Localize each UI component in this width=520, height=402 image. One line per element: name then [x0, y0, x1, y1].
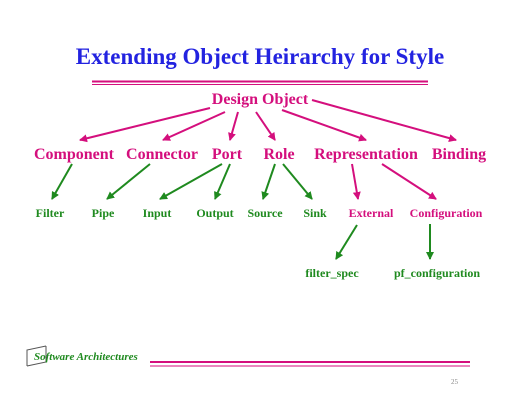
node-input: Input	[142, 206, 172, 220]
node-connector: Connector	[126, 146, 198, 163]
node-port: Port	[211, 146, 243, 163]
slide-title: Extending Object Heirarchy for Style	[75, 44, 445, 69]
arrow-root-representation	[281, 109, 367, 142]
arrow-representation-configuration	[381, 163, 437, 200]
node-sink: Sink	[303, 206, 327, 220]
node-role: Role	[263, 146, 295, 163]
node-source: Source	[247, 206, 283, 220]
arrow-representation-external	[351, 163, 361, 200]
footer-course-title: Software Architectures	[34, 351, 138, 363]
title-underline	[92, 80, 428, 85]
node-filter: Filter	[35, 206, 65, 220]
node-binding: Binding	[431, 146, 487, 163]
arrow-connector-pipe	[106, 163, 151, 200]
arrow-root-component	[79, 107, 211, 143]
node-design-object: Design Object	[211, 91, 309, 108]
arrow-root-port	[228, 111, 239, 141]
arrow-external-filter-spec	[335, 224, 358, 260]
arrow-root-connector	[162, 111, 226, 141]
arrow-role-source	[261, 163, 276, 200]
node-representation: Representation	[314, 146, 418, 163]
node-output: Output	[196, 206, 234, 220]
arrow-port-input	[159, 163, 223, 200]
arrow-role-sink	[282, 163, 313, 200]
node-component: Component	[33, 146, 115, 163]
node-pf-configuration: pf_configuration	[393, 266, 481, 280]
arrow-port-output	[214, 163, 231, 200]
arrow-component-filter	[51, 163, 73, 200]
node-configuration: Configuration	[409, 206, 483, 220]
node-external: External	[348, 206, 394, 220]
page-number: 25	[451, 378, 458, 386]
node-filter-spec: filter_spec	[305, 266, 359, 280]
arrow-root-role	[255, 111, 276, 141]
arrow-root-binding	[311, 99, 457, 142]
node-pipe: Pipe	[91, 206, 115, 220]
